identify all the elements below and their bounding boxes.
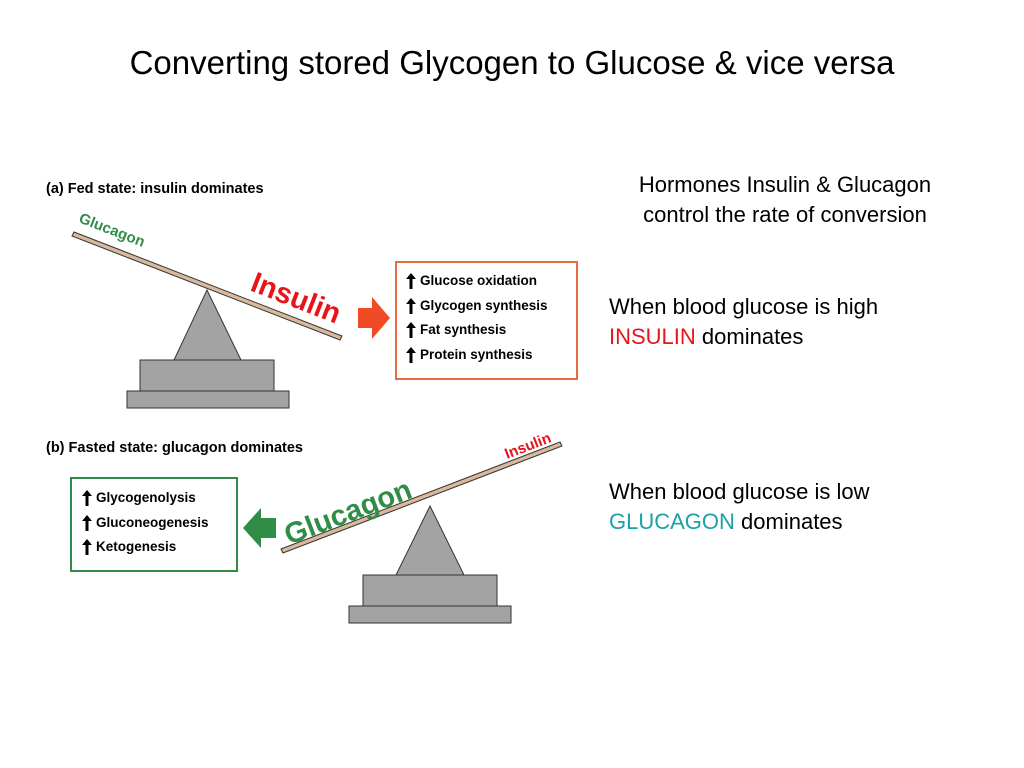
up-arrow-icon — [81, 539, 93, 555]
fasted-effect-arrow — [243, 508, 276, 548]
fasted-seesaw-fulcrum — [395, 504, 465, 576]
low-glucose-line: When blood glucose is low — [609, 479, 870, 504]
fed-effect-item: Glycogen synthesis — [405, 294, 576, 319]
fasted-effect-label: Gluconeogenesis — [96, 514, 209, 530]
fasted-seesaw-pedestal — [362, 574, 498, 607]
fasted-seesaw-beam — [280, 441, 563, 554]
fed-seesaw-beam — [71, 231, 343, 341]
fasted-effect-item: Glycogenolysis — [81, 486, 236, 511]
up-arrow-icon — [405, 273, 417, 289]
fasted-effects-box: Glycogenolysis Gluconeogenesis Ketogenes… — [70, 477, 238, 572]
fasted-effect-item: Gluconeogenesis — [81, 511, 236, 536]
insulin-dominates-line: INSULIN dominates — [609, 322, 878, 352]
fed-effect-item: Glucose oxidation — [405, 269, 576, 294]
hormones-note: Hormones Insulin & Glucagon control the … — [590, 170, 980, 230]
up-arrow-icon — [405, 298, 417, 314]
slide-title: Converting stored Glycogen to Glucose & … — [129, 44, 895, 81]
hormones-note-line2: control the rate of conversion — [643, 202, 927, 227]
fed-glucagon-label: Glucagon — [77, 210, 148, 251]
fasted-state-label: (b) Fasted state: glucagon dominates — [46, 440, 303, 456]
fed-effect-item: Fat synthesis — [405, 318, 576, 343]
up-arrow-icon — [81, 515, 93, 531]
fed-seesaw-pedestal — [139, 359, 275, 392]
fed-state-label: (a) Fed state: insulin dominates — [46, 181, 264, 197]
fed-effects-list: Glucose oxidation Glycogen synthesis Fat… — [397, 263, 576, 367]
fasted-seesaw-base — [348, 605, 512, 624]
low-glucose-note: When blood glucose is low GLUCAGON domin… — [609, 477, 869, 537]
glucagon-dominates-line: GLUCAGON dominates — [609, 507, 869, 537]
hormones-note-line1: Hormones Insulin & Glucagon — [638, 172, 932, 197]
up-arrow-icon — [405, 347, 417, 363]
fed-effect-arrow — [358, 297, 390, 339]
fed-effects-box: Glucose oxidation Glycogen synthesis Fat… — [395, 261, 578, 380]
fed-effect-label: Glucose oxidation — [420, 273, 538, 288]
up-arrow-icon — [405, 322, 417, 338]
fasted-glucagon-label: Glucagon — [280, 474, 416, 552]
fed-seesaw-base — [126, 390, 290, 409]
fasted-effect-label: Ketogenesis — [96, 539, 177, 554]
fed-effect-label: Fat synthesis — [420, 322, 507, 337]
fasted-seesaw: Insulin Glucagon — [243, 430, 563, 624]
fed-effect-label: Glycogen synthesis — [420, 297, 548, 313]
glucagon-highlight: GLUCAGON — [609, 509, 735, 534]
insulin-dominates-text: dominates — [695, 324, 804, 349]
fasted-effects-list: Glycogenolysis Gluconeogenesis Ketogenes… — [72, 479, 236, 560]
high-glucose-line: When blood glucose is high — [609, 294, 879, 319]
fed-effect-item: Protein synthesis — [405, 343, 576, 368]
fasted-effect-item: Ketogenesis — [81, 535, 236, 560]
fed-seesaw: Glucagon Insulin — [71, 210, 390, 409]
high-glucose-note: When blood glucose is high INSULIN domin… — [609, 292, 878, 352]
fed-seesaw-fulcrum — [173, 288, 242, 361]
insulin-highlight: INSULIN — [609, 324, 696, 349]
fed-effect-label: Protein synthesis — [420, 346, 533, 362]
up-arrow-icon — [81, 490, 93, 506]
fasted-effect-label: Glycogenolysis — [96, 490, 196, 505]
glucagon-dominates-text: dominates — [734, 509, 843, 534]
